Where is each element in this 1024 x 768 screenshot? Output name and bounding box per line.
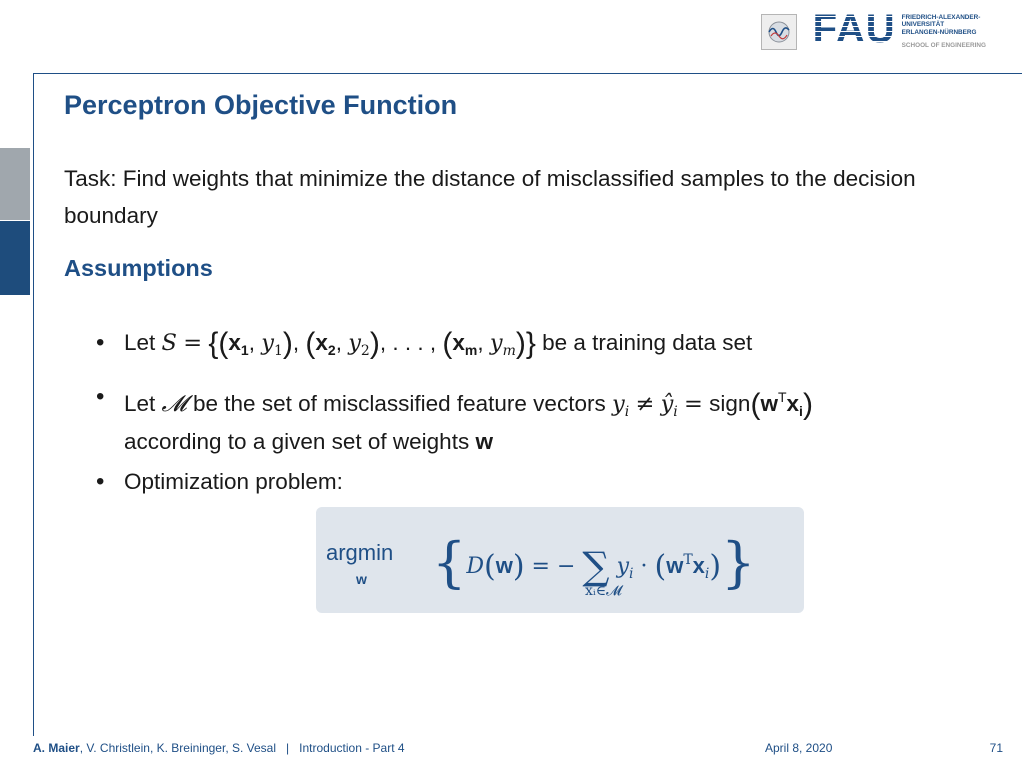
bullet-text: Let <box>124 330 156 355</box>
bullet-text-line-2: according to a given set of weights w <box>124 427 976 457</box>
misclassified-set-symbol: 𝓜 <box>161 391 187 417</box>
weights-symbol: w <box>475 429 493 454</box>
bullet-text: be a training data set <box>542 330 753 355</box>
school-name: SCHOOL OF ENGINEERING <box>901 42 986 50</box>
objective-formula-box: argmin w {D(w) = − ∑ yi · (wTxi)} xᵢ∈𝓜 <box>316 507 804 613</box>
misclassification-formula: yi ≠ ŷi = sign(wTxi) <box>611 388 813 421</box>
slide-title: Perceptron Objective Function <box>64 90 458 120</box>
header-logos: FAU FRIEDRICH-ALEXANDER- UNIVERSITÄT ERL… <box>760 7 986 62</box>
section-marker-blue <box>0 221 30 295</box>
footer-authors: A. Maier, V. Christlein, K. Breininger, … <box>33 741 405 755</box>
list-item: Optimization problem: <box>96 461 976 503</box>
list-item: Let S = {(x1, y1), (x2, y2), . . . , (xm… <box>96 322 976 372</box>
task-statement: Task: Find weights that minimize the dis… <box>64 166 916 228</box>
university-name-line-2: UNIVERSITÄT <box>901 21 945 29</box>
footer-date: April 8, 2020 <box>765 741 833 755</box>
footer-lead-author: A. Maier <box>33 741 80 755</box>
training-set-formula: S = {(x1, y1), (x2, y2), . . . , (xm, ym… <box>161 327 536 360</box>
objective-formula: {D(w) = − ∑ yi · (wTxi)} <box>432 531 756 594</box>
sign-function: sign <box>709 391 751 416</box>
university-name: FRIEDRICH-ALEXANDER- UNIVERSITÄT ERLANGE… <box>902 14 986 50</box>
institute-logo-icon <box>760 14 797 50</box>
assumptions-heading: Assumptions <box>64 255 213 281</box>
assumptions-list: Let S = {(x1, y1), (x2, y2), . . . , (xm… <box>96 322 976 507</box>
footer-coauthors: , V. Christlein, K. Breininger, S. Vesal <box>79 741 277 755</box>
bullet-text: Let <box>124 391 156 416</box>
bullet-text: be the set of misclassified feature vect… <box>193 391 606 416</box>
page-number: 71 <box>989 741 1003 755</box>
list-item: Let 𝓜 be the set of misclassified featur… <box>96 376 976 457</box>
university-name-line-1: FRIEDRICH-ALEXANDER- <box>901 14 981 21</box>
university-name-line-3: ERLANGEN-NÜRNBERG <box>901 28 977 36</box>
argmin-subscript: w <box>356 571 367 587</box>
bullet-text: according to a given set of weights <box>124 429 470 454</box>
footer-separator: | <box>286 741 290 755</box>
footer-lecture: Introduction - Part 4 <box>299 741 405 755</box>
slide-frame <box>33 73 1022 736</box>
bullet-text: Optimization problem: <box>124 469 343 494</box>
sum-subscript: xᵢ∈𝓜 <box>585 583 622 599</box>
section-marker-gray <box>0 148 30 220</box>
argmin-operator: argmin <box>326 540 394 565</box>
fau-logo: FAU <box>812 7 896 51</box>
